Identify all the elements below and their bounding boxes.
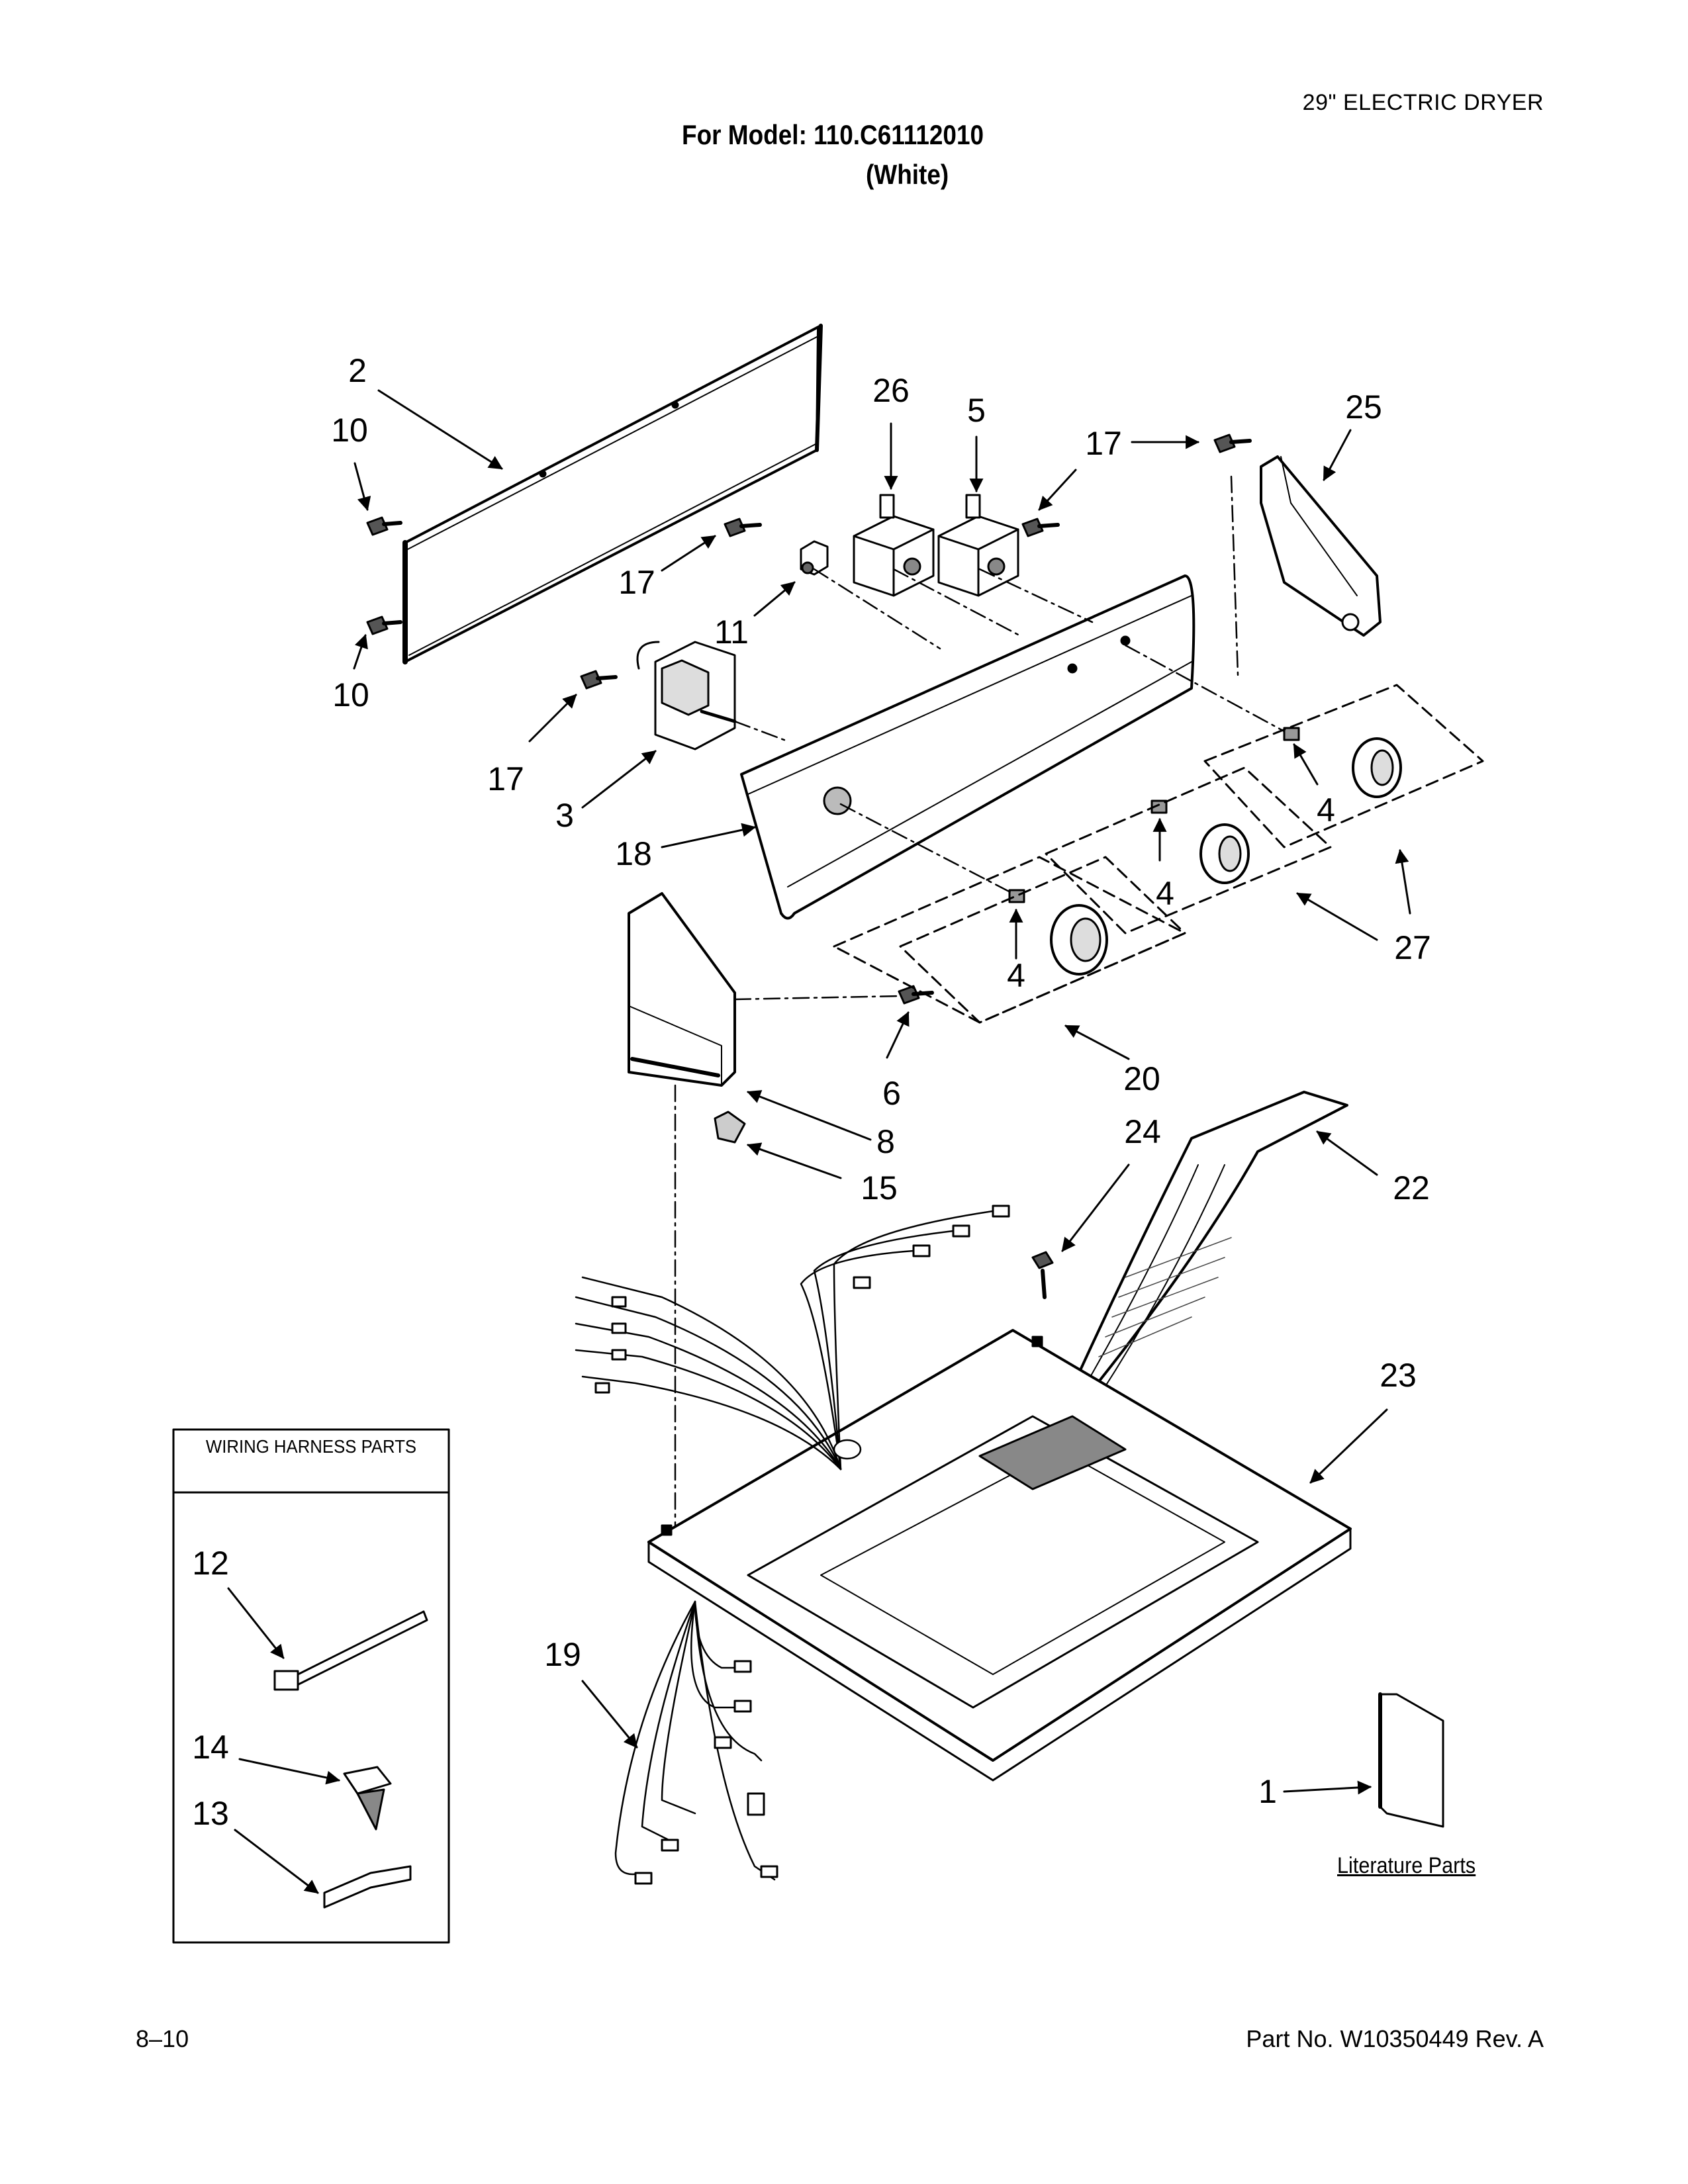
literature-part-1 [1378,1692,1444,1828]
wiring-harness-inset-title: WIRING HARNESS PARTS [205,1436,417,1457]
clip-part-15 [714,1111,746,1144]
part-number: Part No. W10350449 Rev. A [1246,2025,1544,2052]
callout-14: 14 [192,1729,229,1766]
rear-panel-part [402,324,823,664]
callout-6: 6 [882,1075,901,1112]
clip-part-14 [343,1766,392,1831]
callout-4-middle: 4 [1156,875,1174,912]
timer-part-3 [636,641,737,751]
appliance-category: 29" ELECTRIC DRYER [1302,90,1544,115]
callout-1: 1 [1258,1773,1277,1810]
callout-15: 15 [861,1169,898,1206]
callout-18: 18 [615,835,652,872]
wire-harness-upper [575,1205,1010,1471]
tie-strap-part-12 [273,1610,428,1691]
page-number: 8–10 [136,2025,189,2052]
callout-17-left: 17 [487,760,524,797]
callout-20: 20 [1123,1060,1160,1097]
model-number: For Model: 110.C61112010 [682,119,984,150]
knob-part-20 [1050,904,1108,976]
callout-10-lower: 10 [332,676,369,713]
callout-26: 26 [872,372,910,409]
callout-25: 25 [1345,388,1382,426]
callout-12: 12 [192,1545,229,1582]
wire-harness-lower-part-19 [614,1600,778,1885]
screw-part-17 [580,433,1252,690]
rotary-switch-part-26 [853,494,935,597]
knob-part-27a [1199,823,1250,884]
callout-5: 5 [967,392,986,429]
assembly-guide-lines [674,475,1286,1530]
wiring-harness-inset-box [172,1428,450,1944]
callout-11: 11 [714,614,749,651]
end-cap-part-25 [1260,455,1382,637]
console-panel-part-18 [740,574,1196,920]
lint-screen-part-22 [1058,1091,1348,1418]
knob-group-dashed-boxes [833,684,1484,1024]
knob-part-27b [1352,737,1402,798]
callout-19: 19 [544,1636,581,1673]
callout-22: 22 [1393,1169,1430,1206]
callout-24: 24 [1124,1113,1161,1150]
callout-4-front: 4 [1007,957,1025,994]
callout-10-upper: 10 [331,412,368,449]
callout-leader-lines [227,389,1411,1894]
screw-part-10 [366,516,402,635]
callout-2: 2 [348,352,367,389]
callout-3: 3 [555,797,574,834]
callout-17-middle: 17 [618,564,655,601]
callout-23: 23 [1380,1357,1417,1394]
top-panel-part-23 [647,1329,1352,1782]
rotary-switch-part-5 [937,494,1019,597]
callout-13: 13 [192,1795,229,1832]
housing-part-8 [628,892,736,1087]
callout-17-top: 17 [1085,425,1122,462]
model-color: (White) [866,159,949,190]
literature-parts-label: Literature Parts [1337,1853,1476,1878]
clip-part-11 [800,540,829,576]
terminal-part-13 [323,1865,412,1909]
callout-27: 27 [1394,929,1431,966]
callout-4-back: 4 [1317,792,1335,829]
screw-part-24 [1031,1251,1054,1299]
callout-8: 8 [876,1123,895,1160]
